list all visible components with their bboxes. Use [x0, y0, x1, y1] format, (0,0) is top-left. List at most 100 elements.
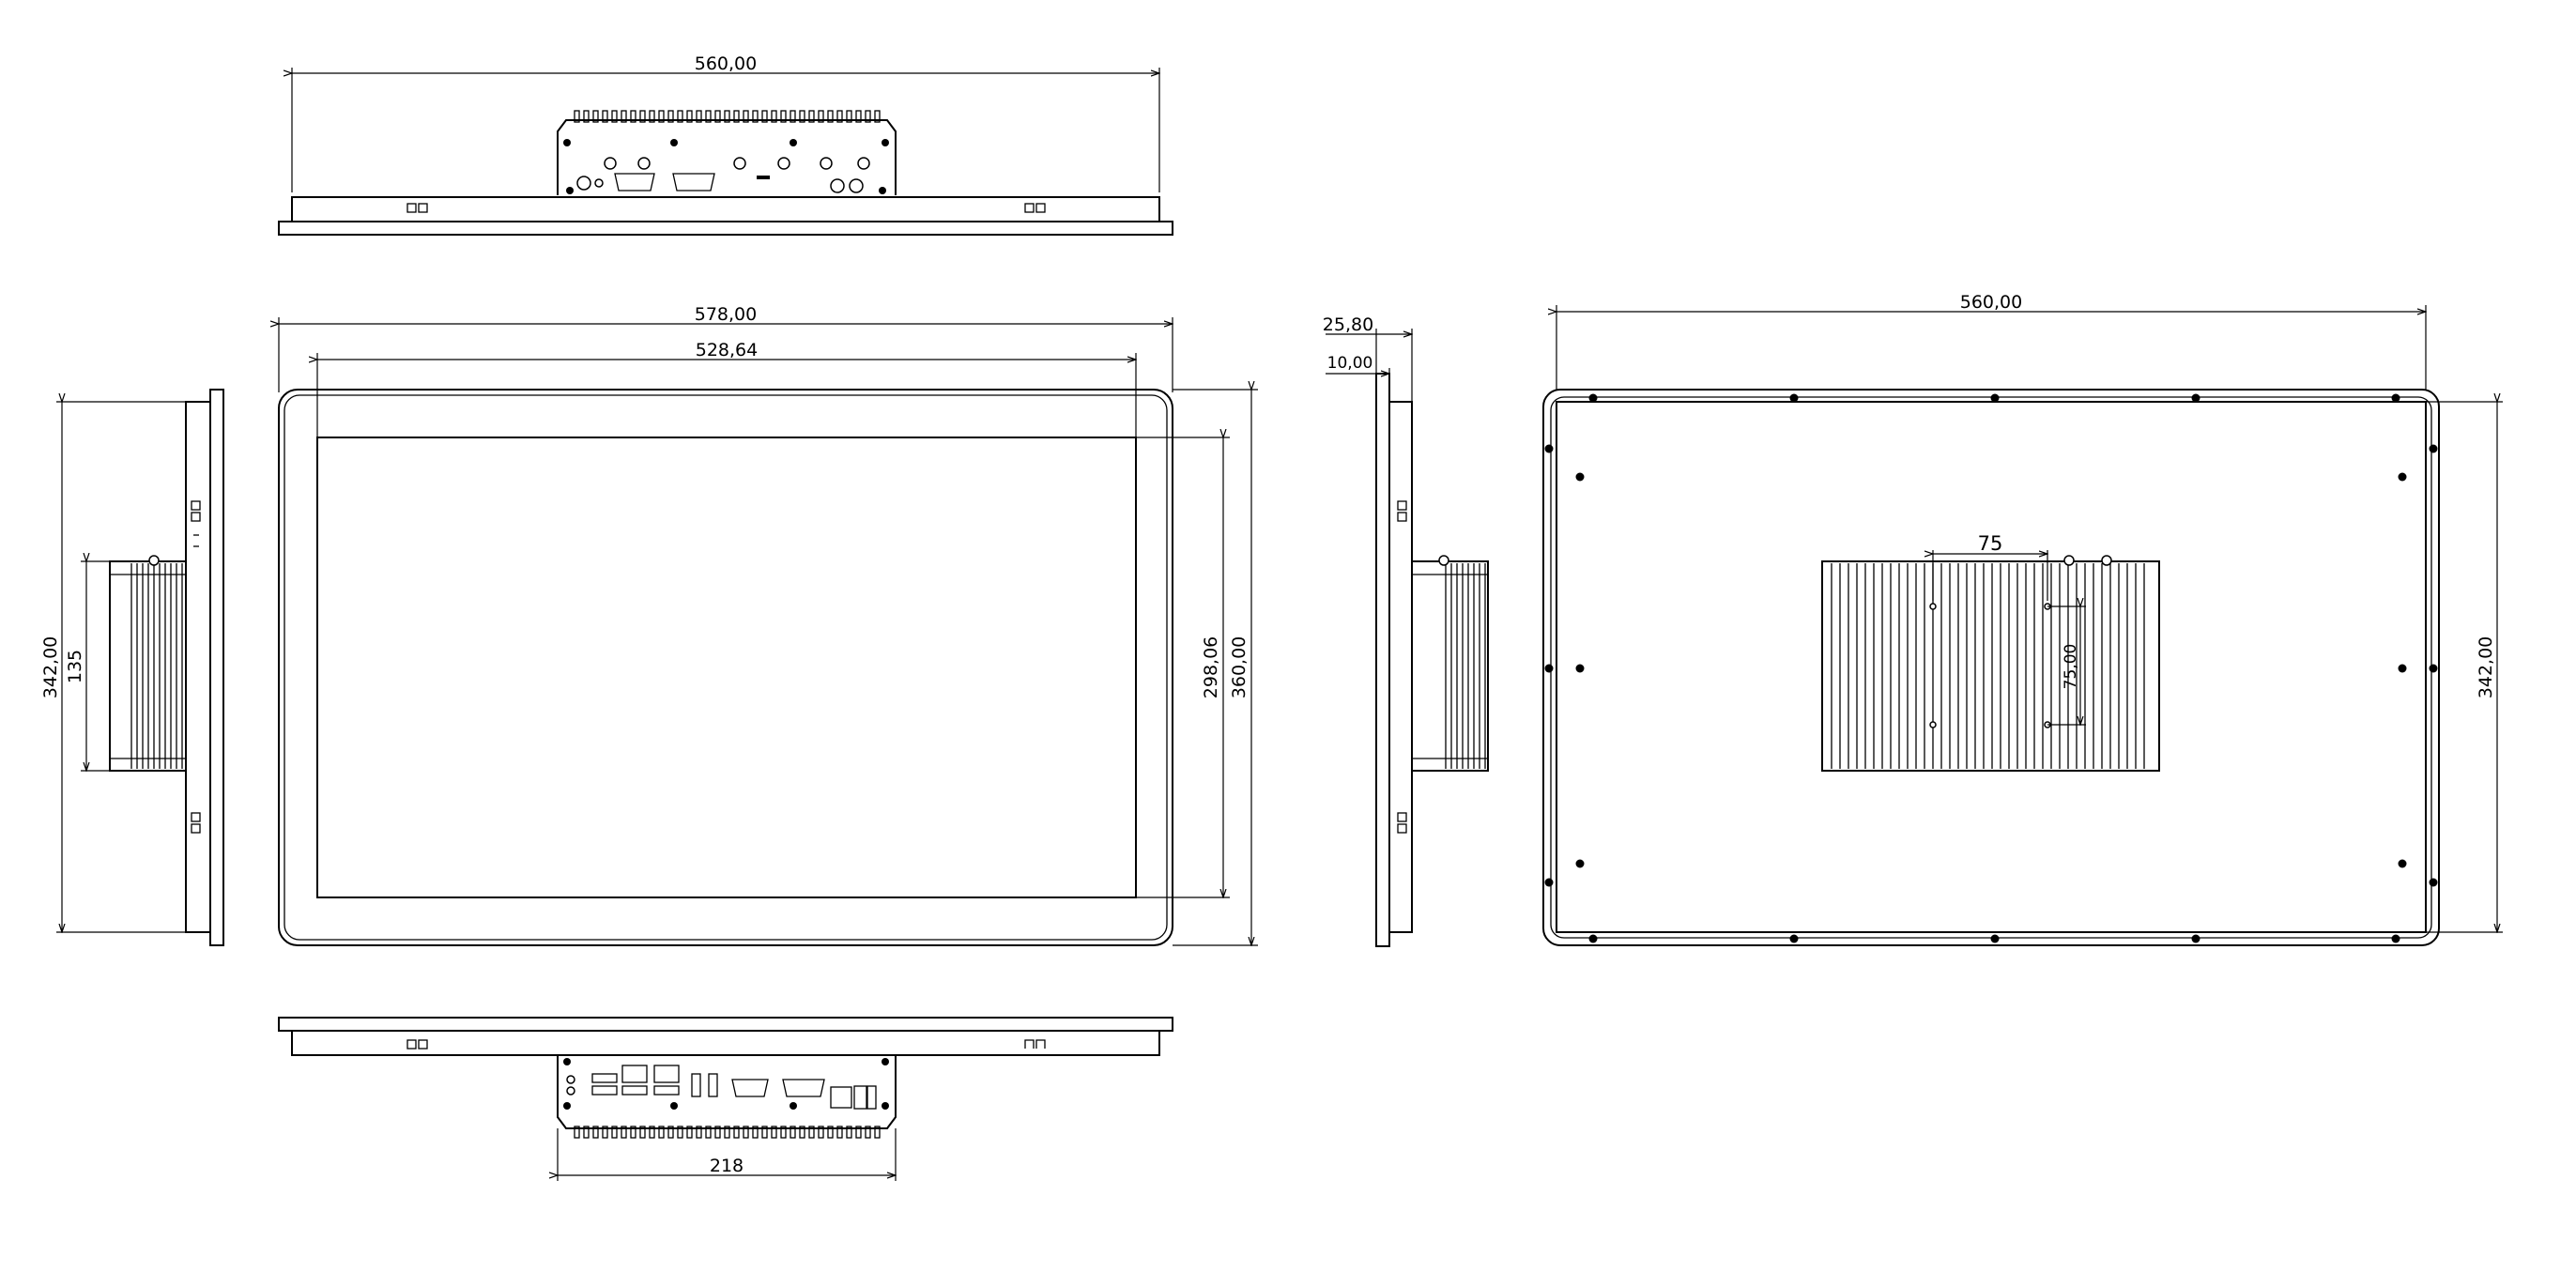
fin: [714, 110, 721, 123]
screw-hole: [1575, 472, 1585, 482]
fin: [874, 1126, 881, 1139]
fin: [583, 110, 590, 123]
fin: [846, 110, 852, 123]
fin: [658, 110, 665, 123]
fin: [602, 1126, 608, 1139]
fin: [639, 110, 646, 123]
dim-rear-vesa-vertical: 75,00: [2062, 644, 2080, 690]
dim-rear-width: 560,00: [1960, 292, 2022, 313]
fin: [743, 1126, 749, 1139]
fin: [583, 1126, 590, 1139]
screw-hole: [2191, 393, 2200, 403]
fin: [686, 1126, 693, 1139]
fin: [761, 1126, 768, 1139]
screw-hole: [2398, 859, 2407, 868]
fin: [771, 1126, 777, 1139]
fin: [818, 110, 824, 123]
bottom-view: 218: [278, 1017, 1173, 1181]
fin: [846, 1126, 852, 1139]
screw-hole: [1544, 664, 1554, 673]
screw-hole: [1990, 934, 2000, 943]
fin: [808, 110, 815, 123]
fin: [780, 1126, 787, 1139]
dim-side-frame-depth: 10,00: [1327, 354, 1373, 373]
screw-hole: [2398, 664, 2407, 673]
fin: [855, 110, 862, 123]
fin: [808, 1126, 815, 1139]
fin: [714, 1126, 721, 1139]
fin: [667, 110, 674, 123]
fin: [602, 110, 608, 123]
fin: [836, 1126, 843, 1139]
fin: [630, 110, 636, 123]
fin: [855, 1126, 862, 1139]
fin: [724, 110, 730, 123]
fin: [649, 110, 655, 123]
fin: [592, 1126, 599, 1139]
screw-hole: [2391, 393, 2400, 403]
fin: [686, 110, 693, 123]
screw-hole: [1588, 393, 1598, 403]
fin: [677, 1126, 683, 1139]
fin: [771, 110, 777, 123]
screw-hole: [1588, 934, 1598, 943]
screw-hole: [1789, 934, 1799, 943]
fin: [818, 1126, 824, 1139]
dim-top-width: 560,00: [695, 54, 757, 74]
fin: [611, 1126, 618, 1139]
fin: [696, 110, 702, 123]
dim-front-view-width: 528,64: [696, 340, 758, 360]
dim-front-outer-height: 360,00: [1229, 636, 1250, 698]
fin: [667, 1126, 674, 1139]
fin: [799, 110, 805, 123]
fin: [874, 110, 881, 123]
front-view: 578,00 528,64 298,06 360,00: [279, 304, 1258, 946]
screw-hole: [1544, 444, 1554, 453]
fin: [761, 110, 768, 123]
fin: [733, 1126, 740, 1139]
screw-hole: [2429, 664, 2438, 673]
fin: [621, 1126, 627, 1139]
top-view: 560,00: [278, 54, 1173, 236]
dim-rear-height: 342,00: [2476, 636, 2496, 698]
rear-view: 560,00 75 75,00 342,00: [1542, 292, 2503, 946]
fin: [799, 1126, 805, 1139]
right-side-view: 25,80 10,00: [1323, 314, 1489, 947]
fin: [649, 1126, 655, 1139]
fin: [621, 110, 627, 123]
fin: [677, 110, 683, 123]
left-side-view: 342,00 135: [40, 389, 224, 946]
screw-hole: [2398, 472, 2407, 482]
fin: [639, 1126, 646, 1139]
fin: [705, 110, 712, 123]
fin: [836, 110, 843, 123]
fin: [705, 1126, 712, 1139]
dim-rear-vesa-horizontal: 75: [1978, 532, 2003, 555]
fin: [790, 110, 796, 123]
fin: [827, 1126, 834, 1139]
dim-left-height: 342,00: [40, 636, 61, 698]
screw-hole: [2429, 878, 2438, 887]
dim-front-outer-width: 578,00: [695, 304, 757, 325]
fin: [780, 110, 787, 123]
fin: [630, 1126, 636, 1139]
screw-hole: [2429, 444, 2438, 453]
fin: [592, 110, 599, 123]
fin: [752, 1126, 759, 1139]
screw-hole: [1575, 664, 1585, 673]
dim-left-box-height: 135: [65, 650, 85, 683]
fin: [658, 1126, 665, 1139]
fin: [752, 110, 759, 123]
fin: [743, 110, 749, 123]
fin: [865, 1126, 871, 1139]
dim-bottom-box-width: 218: [710, 1156, 744, 1176]
screw-hole: [1575, 859, 1585, 868]
screw-hole: [2191, 934, 2200, 943]
screw-hole: [2391, 934, 2400, 943]
fin: [574, 110, 580, 123]
dim-front-view-height: 298,06: [1201, 636, 1221, 698]
screw-hole: [1990, 393, 2000, 403]
fin: [574, 1126, 580, 1139]
fin: [696, 1126, 702, 1139]
